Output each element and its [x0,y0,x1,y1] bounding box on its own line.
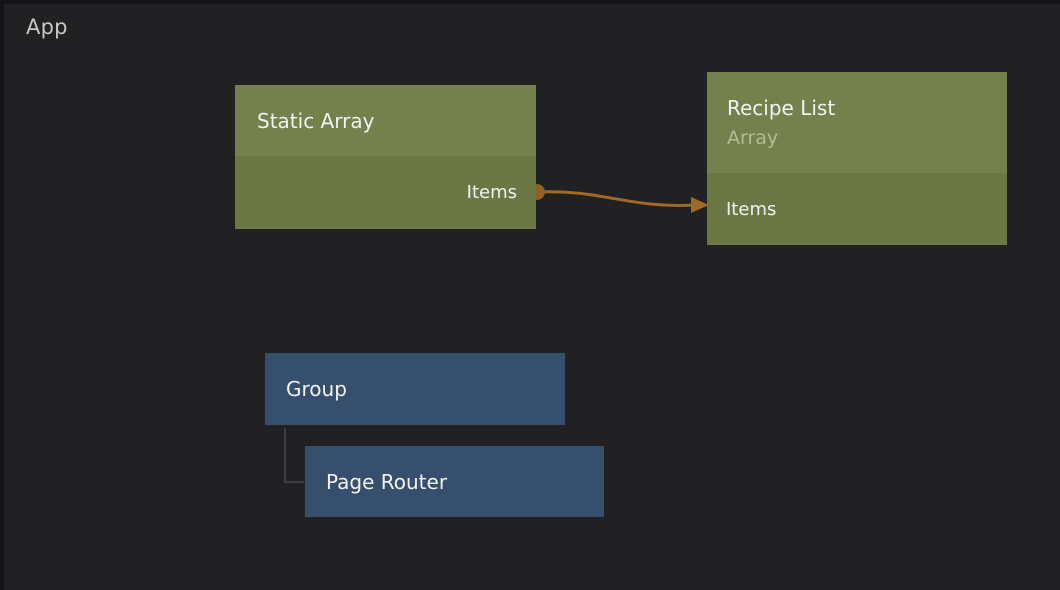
node-recipe-list-title: Recipe List [727,95,836,120]
node-recipe-list-header[interactable]: Recipe List Array [707,72,1007,173]
group-to-page-router-connector[interactable] [284,428,304,483]
node-static-array-items-port[interactable]: Items [235,156,536,229]
canvas-edge-top [0,0,1060,4]
breadcrumb-app[interactable]: App [26,15,68,39]
node-page-router-title: Page Router [326,469,448,494]
items-output-port-label: Items [466,182,517,203]
node-page-router[interactable]: Page Router [305,446,604,517]
node-group[interactable]: Group [265,353,565,425]
node-recipe-list-subtitle: Array [727,126,779,149]
node-recipe-list-items-port[interactable]: Items [707,173,1007,245]
node-static-array[interactable]: Static Array Items [235,85,536,229]
node-group-title: Group [286,377,347,401]
node-recipe-list[interactable]: Recipe List Array Items [707,72,1007,245]
node-static-array-header[interactable]: Static Array [235,85,536,156]
canvas-edge-left [0,0,4,590]
items-input-port-label: Items [726,198,777,220]
wire-static-array-to-recipe-list[interactable] [536,190,695,208]
node-static-array-title: Static Array [257,108,375,133]
